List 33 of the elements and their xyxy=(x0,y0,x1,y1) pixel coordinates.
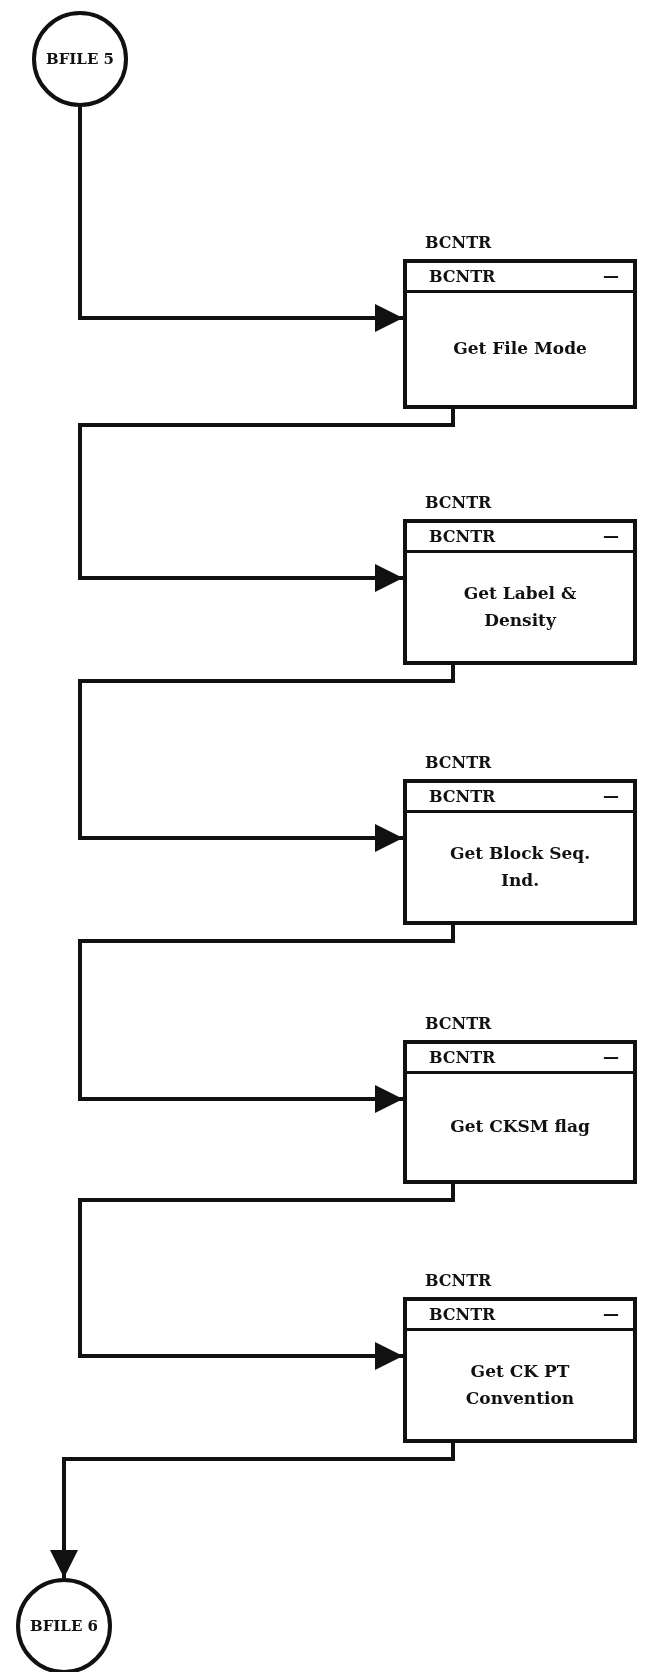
module-name: BCNTR xyxy=(429,527,496,546)
process-box xyxy=(403,519,637,665)
process-label: Get File Mode xyxy=(453,337,587,361)
process-box xyxy=(403,1040,637,1184)
dash-mark: — xyxy=(603,267,619,286)
arrow xyxy=(78,925,455,1113)
arrow xyxy=(78,409,455,592)
process-box xyxy=(403,259,637,409)
module-label: BCNTR xyxy=(425,753,492,772)
module-name: BCNTR xyxy=(429,1305,496,1324)
module-label: BCNTR xyxy=(425,1271,492,1290)
module-name: BCNTR xyxy=(429,1048,496,1067)
dash-mark: — xyxy=(603,787,619,806)
process-box xyxy=(403,1297,637,1443)
process-label: Get CKSM flag xyxy=(450,1115,590,1139)
connector-label: BFILE 6 xyxy=(30,1617,98,1635)
dash-mark: — xyxy=(603,1305,619,1324)
dash-mark: — xyxy=(603,1048,619,1067)
arrow xyxy=(78,1184,455,1370)
dash-mark: — xyxy=(603,527,619,546)
process-label: Get Block Seq. Ind. xyxy=(448,841,592,892)
arrow xyxy=(50,1443,455,1578)
arrow xyxy=(78,107,403,332)
module-label: BCNTR xyxy=(425,493,492,512)
arrow xyxy=(78,665,455,852)
module-label: BCNTR xyxy=(425,1014,492,1033)
module-name: BCNTR xyxy=(429,267,496,286)
process-label: Get Label & Density xyxy=(462,581,578,632)
process-box xyxy=(403,779,637,925)
connector-label: BFILE 5 xyxy=(46,50,114,68)
module-name: BCNTR xyxy=(429,787,496,806)
process-label: Get CK PT Convention xyxy=(464,1359,576,1410)
module-label: BCNTR xyxy=(425,233,492,252)
